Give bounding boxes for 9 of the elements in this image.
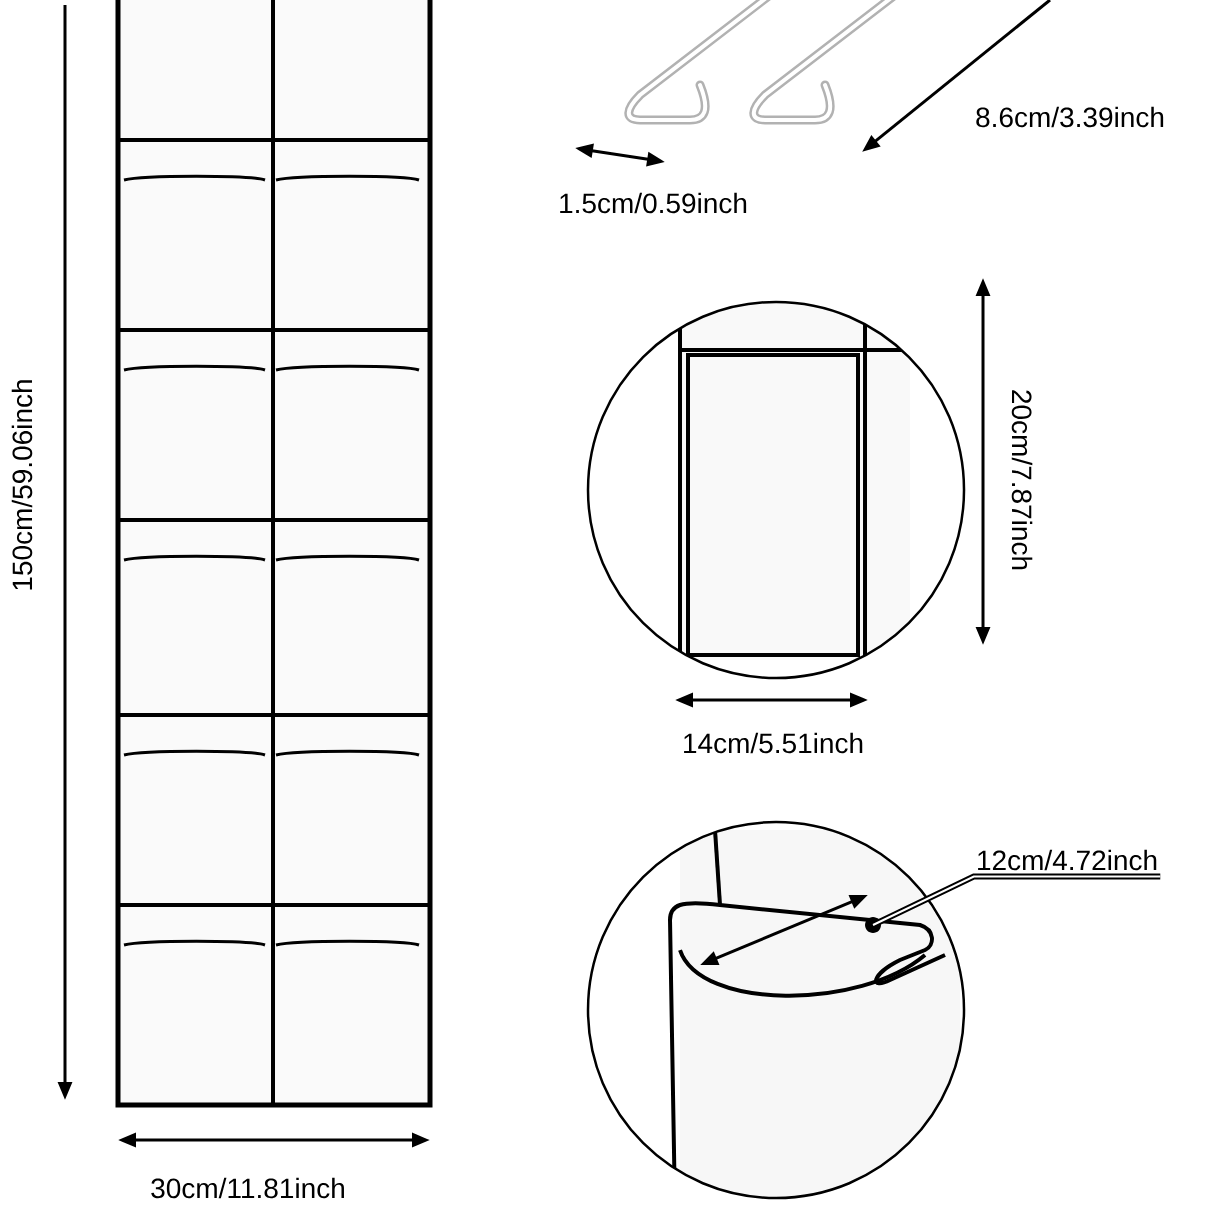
dimension-label: 14cm/5.51inch bbox=[684, 732, 863, 754]
dimension-label: 1.5cm/0.59inch bbox=[560, 192, 747, 214]
leader-line bbox=[871, 873, 1162, 928]
leader-dot bbox=[865, 917, 881, 933]
dimension-label: 12cm/4.72inch bbox=[978, 849, 1157, 871]
dimension-label: 30cm/11.81inch bbox=[151, 1177, 344, 1199]
dimension-label: 8.6cm/3.39inch bbox=[976, 106, 1164, 128]
dimension-label: 150cm/59.06inch bbox=[11, 380, 33, 590]
dimension-label: 20cm/7.87inch bbox=[1011, 390, 1033, 570]
